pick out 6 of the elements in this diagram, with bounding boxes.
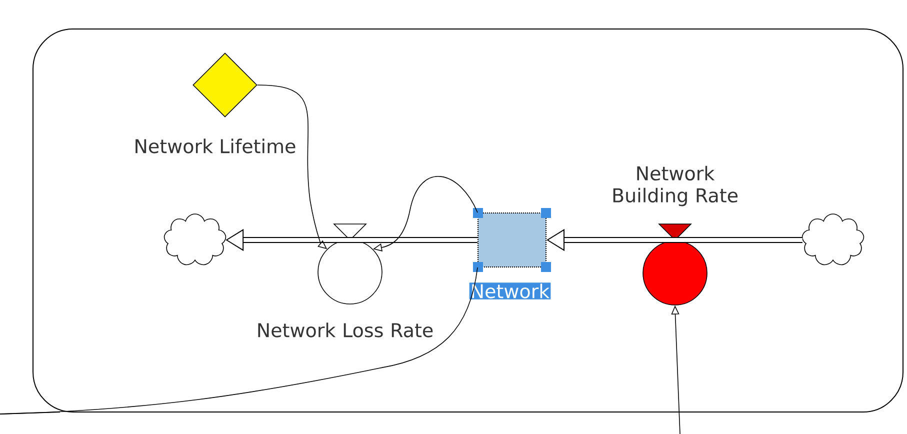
connector-line — [0, 267, 478, 414]
cloud — [164, 214, 226, 266]
node-label: Network Lifetime — [136, 138, 296, 154]
cloud — [802, 214, 864, 266]
node-label: Network Loss Rate — [258, 322, 433, 338]
node-label: Network Building Rate — [613, 166, 738, 206]
